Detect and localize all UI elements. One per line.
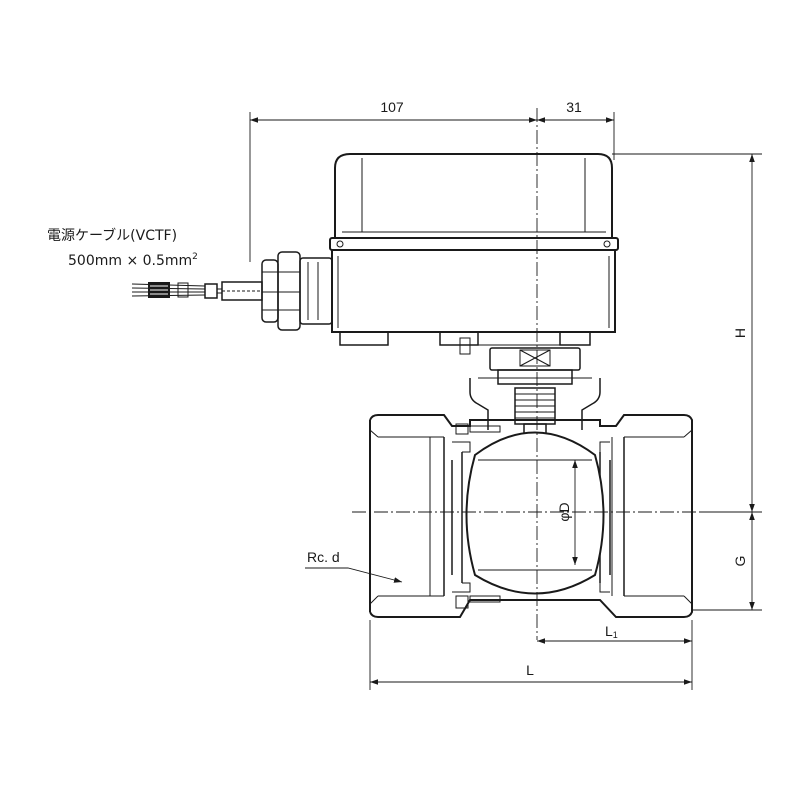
dim-L1-label: L1 [605,623,618,640]
actuator-cover [334,153,613,238]
cable-spec-main: 500mm × 0.5mm [68,253,192,269]
actuator [329,153,619,355]
dim-L1-main: L [605,623,613,639]
dim-L1-sub: 1 [613,630,618,640]
dim-H-label: H [732,328,748,338]
labels: 107 31 H G L L1 φD Rc. d 電源ケーブル(VCTF) 50… [47,99,748,678]
dim-31-label: 31 [566,99,582,115]
dim-phiD-label: φD [556,502,572,521]
valve-ball [465,431,605,595]
dim-G-label: G [732,556,748,567]
cable-gland [261,251,333,331]
thread-label: Rc. d [307,549,340,565]
actuator-body [331,250,616,333]
dimension-lines [249,112,762,690]
center-lines [352,108,710,640]
power-cable [131,281,263,301]
dim-L-label: L [526,662,534,678]
cable-spec-sup: 2 [192,252,198,262]
valve-body [369,414,693,618]
valve-neck [469,347,601,441]
cable-spec: 500mm × 0.5mm2 [68,252,198,269]
dim-107-label: 107 [380,99,404,115]
cable-title: 電源ケーブル(VCTF) [47,227,177,244]
